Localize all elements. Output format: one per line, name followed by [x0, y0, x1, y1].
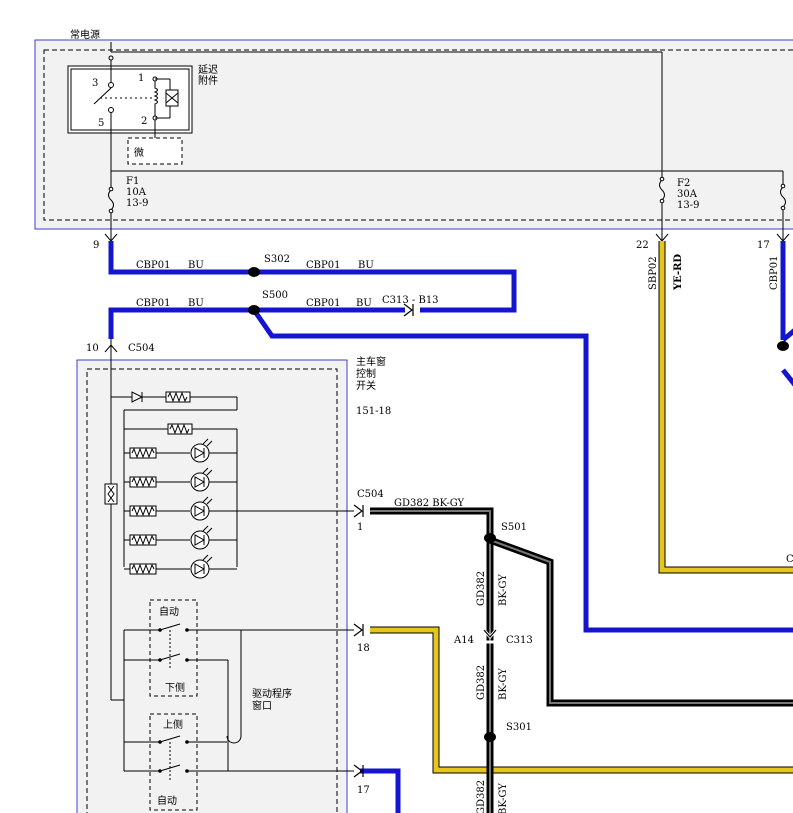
relay-pin-5: 5 [98, 118, 104, 129]
wire-cbp01-1: CBP01 [136, 260, 170, 271]
splice-dots [248, 267, 789, 742]
fuse-f1-id: F1 [126, 176, 139, 187]
fuse-f1-rating: 10A [126, 187, 147, 198]
module-name-l3: 开关 [356, 379, 376, 392]
relay-pin-2: 2 [141, 116, 147, 127]
connector-c504-top: C504 [128, 343, 155, 354]
relay-name-line1: 延迟 [198, 63, 218, 76]
micro-label: 微 [134, 146, 144, 159]
wire-bkgy-v2: BK-GY [498, 668, 509, 700]
fuse-f2-ref: 13-9 [677, 200, 699, 211]
connector-c504-right: C504 [357, 489, 384, 500]
splice-s301: S301 [506, 722, 532, 733]
c313-a14-connector [482, 629, 498, 644]
led-rows [124, 438, 237, 579]
switch-auto-bottom: 自动 [157, 794, 177, 807]
splice-s302: S302 [264, 254, 290, 265]
module-panel [76, 359, 348, 813]
connector-c313-b13: C313 - B13 [382, 295, 439, 306]
wire-gd382-v1: GD382 [476, 571, 487, 606]
splice-s501: S501 [501, 522, 527, 533]
wire-cbp01-right: CBP01 [769, 256, 780, 290]
relay-pin-3: 3 [92, 78, 98, 89]
connector-c313: C313 [506, 635, 533, 646]
wire-c-partial: C [786, 554, 793, 565]
pin-18: 18 [357, 643, 370, 654]
driver-window-l2: 窗口 [252, 699, 272, 712]
fuse-f2-id: F2 [677, 178, 690, 189]
pin-1: 1 [357, 522, 363, 533]
pin-17-bottom: 17 [357, 785, 370, 796]
switch-section [111, 599, 364, 811]
fuse-f2-rating: 30A [677, 189, 698, 200]
blue-wires [108, 241, 793, 813]
switch-lower: 下侧 [165, 681, 185, 694]
wire-sbp02: SBP02 [648, 256, 659, 290]
wire-gd382-bkgy-h: GD382 BK-GY [394, 498, 465, 509]
wire-bu-2: BU [358, 260, 374, 271]
pin-17-top: 17 [757, 240, 770, 251]
wire-gd382-v3: GD382 [476, 780, 487, 813]
module-ref: 151-18 [356, 406, 391, 417]
led-row [124, 554, 237, 579]
module-internals [104, 391, 238, 567]
wire-bu-4: BU [356, 298, 372, 309]
pin-22: 22 [636, 240, 649, 251]
wire-gd382-v2: GD382 [476, 665, 487, 700]
module-name-l2: 控制 [356, 367, 376, 380]
wire-bu-1: BU [188, 260, 204, 271]
wire-cbp01-2: CBP01 [306, 260, 340, 271]
c504-pin1-connector [237, 504, 364, 518]
black-wires [370, 507, 793, 813]
c313-b13-connector [403, 303, 414, 317]
wire-bkgy-v1: BK-GY [498, 574, 509, 606]
fuse-f1 [108, 171, 114, 232]
top-connectors [104, 230, 790, 242]
wire-cbp01-4: CBP01 [306, 298, 340, 309]
splice-s500: S500 [262, 290, 288, 301]
relay-pin-1: 1 [138, 73, 144, 84]
module-name-l1: 主车窗 [356, 355, 386, 368]
connector-a14: A14 [453, 635, 474, 646]
fuse-f2 [659, 176, 665, 232]
fuse-f3-partial [780, 183, 786, 232]
wire-bkgy-v3: BK-GY [498, 783, 509, 813]
driver-window-l1: 驱动程序 [252, 687, 292, 700]
pin-9: 9 [93, 240, 99, 251]
micro-box: 微 [127, 128, 183, 165]
yellow-wires [370, 241, 793, 774]
led-row [124, 525, 237, 550]
c504-top-connector [104, 339, 118, 700]
led-row [124, 467, 237, 492]
wire-cbp01-3: CBP01 [136, 298, 170, 309]
pin-10: 10 [86, 343, 99, 354]
constant-power-label: 常电源 [70, 28, 100, 41]
top-feed-lines [110, 42, 784, 185]
switch-auto-top: 自动 [159, 605, 179, 618]
fuse-f1-ref: 13-9 [126, 198, 148, 209]
wire-bu-3: BU [188, 298, 204, 309]
delay-relay: 3 1 5 2 [67, 55, 193, 171]
led-row [124, 438, 237, 463]
wire-ye-rd: YE-RD [673, 254, 684, 291]
led-row [124, 496, 237, 521]
switch-upper: 上侧 [163, 718, 183, 731]
relay-name-line2: 附件 [198, 74, 218, 87]
